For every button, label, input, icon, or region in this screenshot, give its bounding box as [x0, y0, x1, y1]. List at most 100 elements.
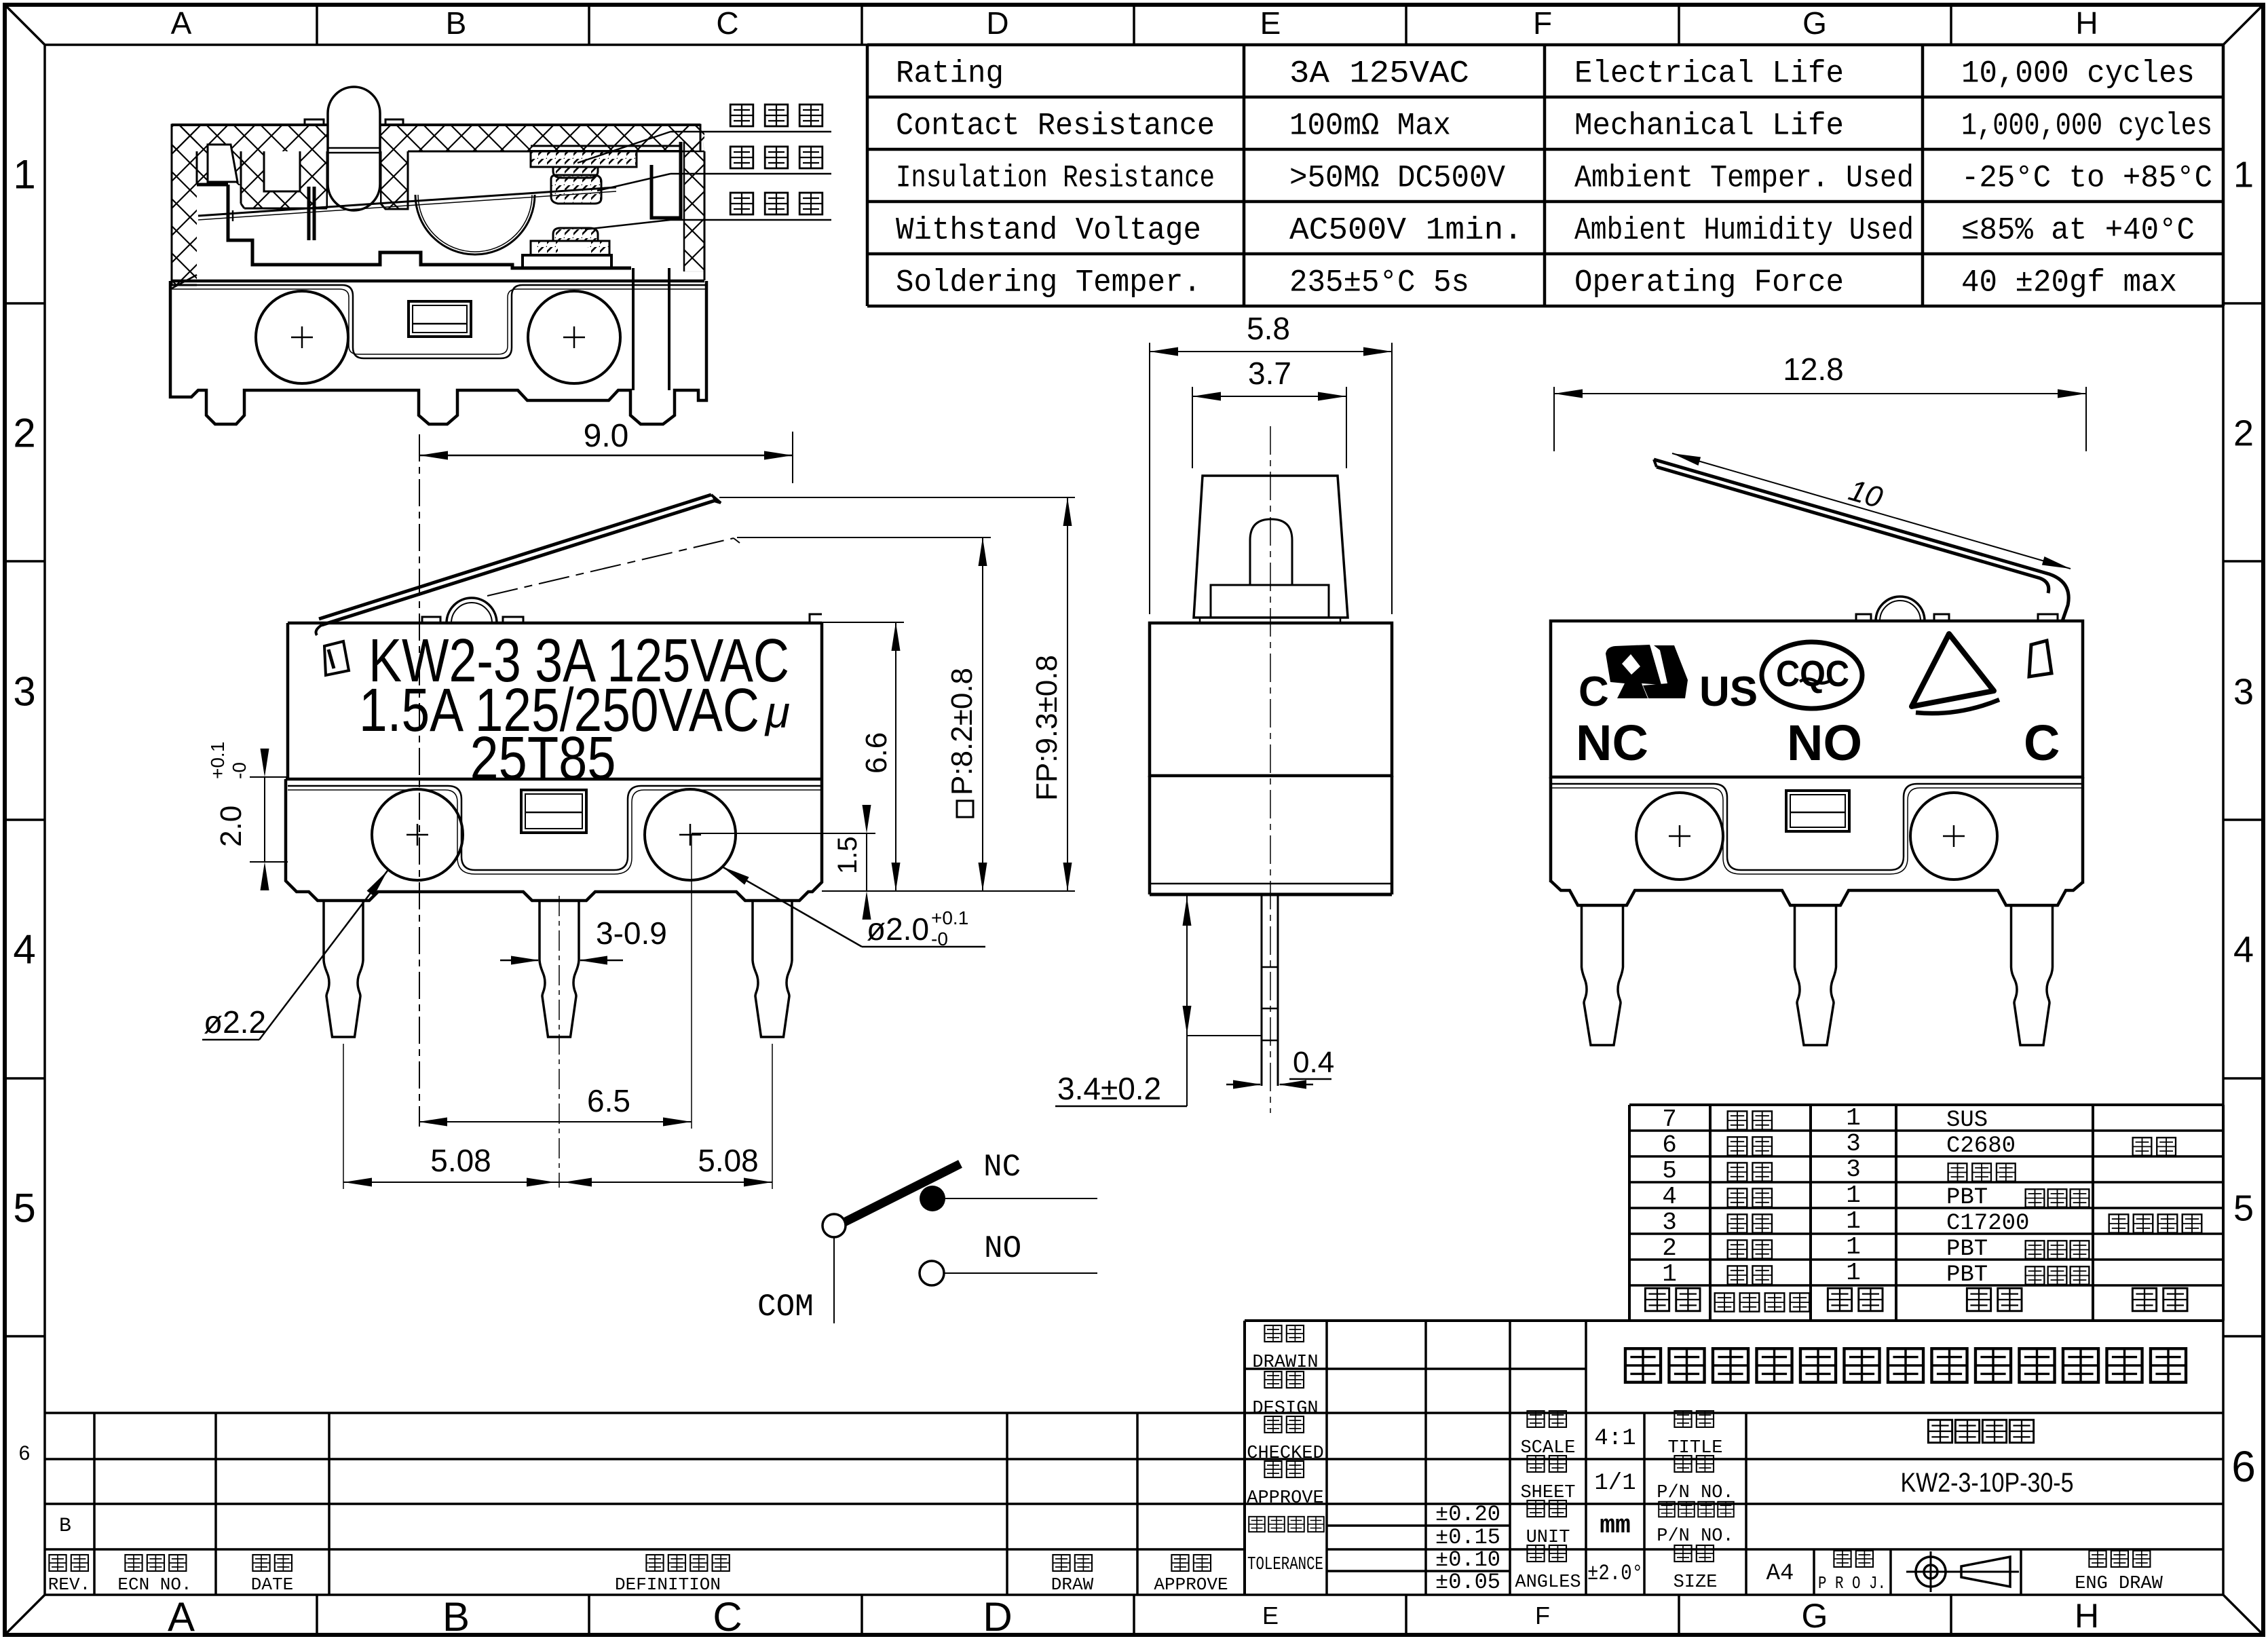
- svg-text:1.5A 125/250VAC: 1.5A 125/250VAC: [359, 677, 759, 744]
- svg-text:1: 1: [1846, 1182, 1861, 1209]
- svg-text:Operating Force: Operating Force: [1574, 265, 1844, 301]
- svg-text:Insulation Resistance: Insulation Resistance: [896, 161, 1215, 196]
- svg-text:12.8: 12.8: [1783, 352, 1844, 387]
- svg-text:6: 6: [1662, 1131, 1677, 1159]
- svg-text:+0.1: +0.1: [207, 742, 228, 779]
- svg-text:E: E: [1262, 1602, 1279, 1629]
- svg-text:-0: -0: [229, 762, 250, 779]
- svg-text:1,000,000 cycles: 1,000,000 cycles: [1961, 109, 2212, 144]
- svg-text:1: 1: [1846, 1233, 1861, 1261]
- svg-text:2: 2: [2233, 413, 2254, 453]
- svg-text:1: 1: [1846, 1207, 1861, 1235]
- svg-text:±0.15: ±0.15: [1435, 1525, 1500, 1550]
- svg-text:REV.: REV.: [48, 1574, 90, 1595]
- svg-text:3.7: 3.7: [1248, 356, 1291, 391]
- svg-text:COM: COM: [757, 1289, 814, 1325]
- svg-text:DATE: DATE: [251, 1574, 293, 1595]
- svg-text:3A 125VAC: 3A 125VAC: [1289, 56, 1469, 92]
- svg-text:1: 1: [1846, 1104, 1861, 1132]
- svg-text:+0.1: +0.1: [931, 907, 968, 928]
- svg-text:AC500V 1min.: AC500V 1min.: [1289, 213, 1523, 248]
- svg-text:1/1: 1/1: [1594, 1471, 1636, 1496]
- svg-text:±0.05: ±0.05: [1435, 1570, 1500, 1595]
- svg-text:μ: μ: [764, 687, 790, 737]
- svg-text:1: 1: [2233, 154, 2254, 195]
- svg-text:F: F: [1535, 1602, 1550, 1629]
- svg-text:B: B: [59, 1515, 71, 1538]
- svg-text:H: H: [2075, 5, 2098, 41]
- svg-text:100mΩ Max: 100mΩ Max: [1289, 109, 1451, 144]
- svg-text:H: H: [2075, 1597, 2099, 1635]
- svg-text:3: 3: [1846, 1130, 1861, 1158]
- svg-text:P/N NO.: P/N NO.: [1657, 1483, 1733, 1503]
- svg-text:ENG DRAW: ENG DRAW: [2075, 1574, 2163, 1594]
- svg-text:A4: A4: [1766, 1561, 1794, 1587]
- svg-text:3: 3: [1846, 1156, 1861, 1184]
- svg-text:NO: NO: [1787, 715, 1862, 771]
- svg-text:G: G: [1802, 5, 1827, 41]
- svg-text:D: D: [986, 5, 1008, 41]
- svg-text:2: 2: [1662, 1234, 1677, 1262]
- svg-text:Ambient Temper. Used: Ambient Temper. Used: [1574, 161, 1914, 196]
- svg-text:ø2.2: ø2.2: [204, 1004, 266, 1040]
- svg-text:9.0: 9.0: [584, 418, 629, 454]
- svg-text:TOLERANCE: TOLERANCE: [1247, 1555, 1323, 1575]
- svg-text:KW2-3 3A 125VAC: KW2-3 3A 125VAC: [368, 627, 789, 695]
- svg-text:P/N NO.: P/N NO.: [1657, 1526, 1733, 1547]
- svg-text:>50MΩ DC500V: >50MΩ DC500V: [1289, 161, 1505, 196]
- svg-text:Contact Resistance: Contact Resistance: [896, 109, 1215, 144]
- svg-text:6.6: 6.6: [860, 732, 893, 774]
- svg-text:4: 4: [1662, 1183, 1677, 1211]
- svg-text:P R O J.: P R O J.: [1818, 1573, 1886, 1593]
- svg-text:1: 1: [1662, 1260, 1677, 1288]
- svg-text:-25°C to +85°C: -25°C to +85°C: [1961, 161, 2212, 196]
- svg-text:25T85: 25T85: [470, 725, 616, 793]
- svg-text:Ambient Humidity Used: Ambient Humidity Used: [1574, 213, 1914, 248]
- svg-text:4: 4: [13, 927, 35, 972]
- svg-text:PBT: PBT: [1946, 1236, 1988, 1262]
- svg-text:Electrical Life: Electrical Life: [1574, 56, 1844, 92]
- svg-text:3-0.9: 3-0.9: [596, 915, 667, 951]
- svg-text:7: 7: [1662, 1106, 1677, 1133]
- svg-text:F: F: [1533, 5, 1552, 41]
- svg-text:DRAWIN: DRAWIN: [1252, 1353, 1318, 1373]
- svg-text:E: E: [1260, 5, 1281, 41]
- svg-text:1.5: 1.5: [833, 836, 863, 874]
- svg-text:10,000 cycles: 10,000 cycles: [1961, 56, 2195, 92]
- svg-text:3: 3: [1662, 1209, 1677, 1236]
- svg-text:DESIGN: DESIGN: [1252, 1399, 1318, 1419]
- svg-text:B: B: [446, 5, 467, 41]
- svg-text:5: 5: [13, 1186, 35, 1231]
- svg-text:PBT: PBT: [1946, 1262, 1988, 1288]
- svg-text:5.08: 5.08: [430, 1143, 491, 1178]
- svg-text:Soldering Temper.: Soldering Temper.: [896, 265, 1201, 301]
- svg-text:ANGLES: ANGLES: [1515, 1572, 1581, 1593]
- svg-text:Rating: Rating: [896, 56, 1004, 92]
- svg-text:2.0: 2.0: [214, 806, 248, 847]
- svg-text:1: 1: [1846, 1259, 1861, 1287]
- svg-text:2: 2: [13, 411, 35, 456]
- svg-text:DEFINITION: DEFINITION: [615, 1574, 721, 1595]
- svg-text:CQC: CQC: [1776, 654, 1849, 694]
- svg-text:A: A: [168, 1594, 195, 1640]
- svg-text:NO: NO: [984, 1231, 1021, 1266]
- svg-text:US: US: [1699, 668, 1758, 715]
- svg-text:DRAW: DRAW: [1051, 1574, 1094, 1595]
- svg-text:C2680: C2680: [1946, 1133, 2016, 1159]
- svg-text:APPROVE: APPROVE: [1154, 1574, 1228, 1595]
- svg-text:SIZE: SIZE: [1674, 1572, 1718, 1593]
- svg-text:235±5°C 5s: 235±5°C 5s: [1289, 265, 1469, 301]
- svg-text:C: C: [713, 1594, 742, 1640]
- svg-text:KW2-3-10P-30-5: KW2-3-10P-30-5: [1901, 1468, 2074, 1498]
- svg-text:NC: NC: [983, 1150, 1021, 1185]
- svg-text:0.4: 0.4: [1293, 1046, 1334, 1079]
- svg-text:±0.10: ±0.10: [1435, 1547, 1500, 1572]
- svg-text:ECN NO.: ECN NO.: [117, 1574, 191, 1595]
- svg-text:Mechanical Life: Mechanical Life: [1574, 109, 1844, 144]
- svg-text:≤85% at +40°C: ≤85% at +40°C: [1961, 213, 2195, 248]
- svg-text:4:1: 4:1: [1594, 1426, 1636, 1452]
- svg-text:NC: NC: [1576, 715, 1648, 771]
- svg-text:C: C: [716, 5, 738, 41]
- svg-text:5: 5: [2233, 1188, 2254, 1228]
- svg-text:G: G: [1802, 1597, 1828, 1635]
